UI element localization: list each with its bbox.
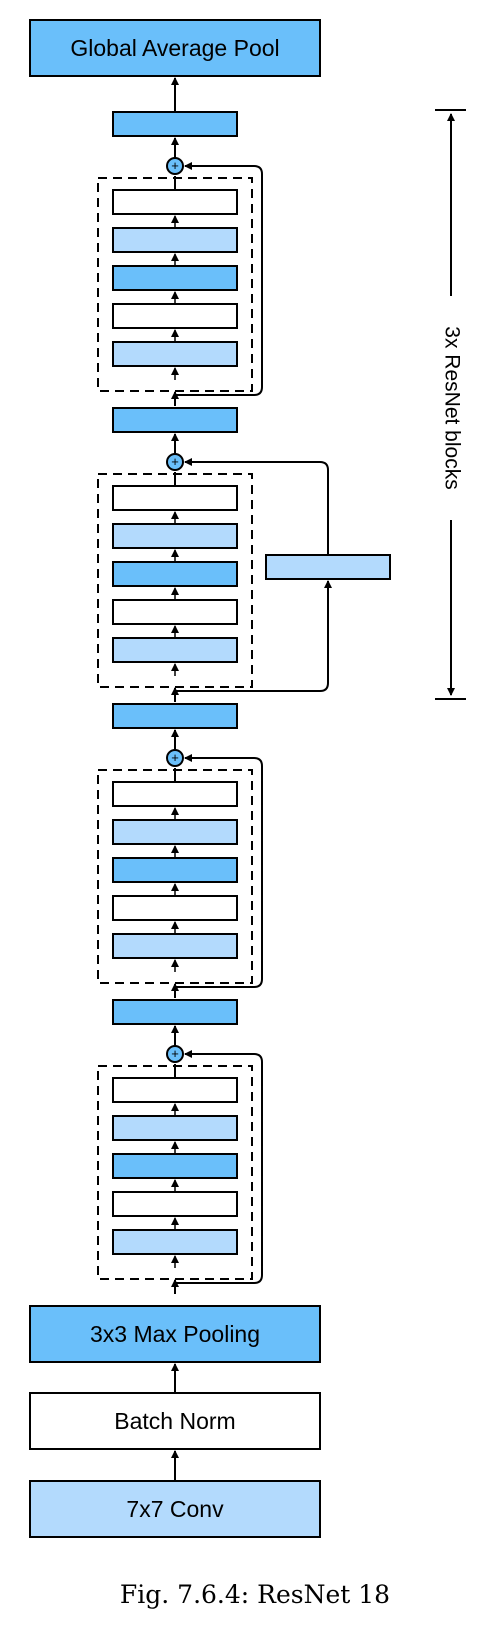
resnet-block-3-output-bar: [112, 407, 238, 433]
resnet-block-4-add-node: [166, 157, 184, 175]
resnet-block-1-layer-2: [112, 1115, 238, 1141]
batch-norm-box: [29, 1392, 321, 1450]
resnet-block-3-layer-4: [112, 599, 238, 625]
batch-norm-label: Batch Norm: [114, 1408, 235, 1434]
resnet-block-2-skip-connection: [175, 754, 263, 988]
conv-7x7-box: [29, 1480, 321, 1538]
resnet-block-4-skip-connection: [175, 162, 263, 396]
resnet-block-3-add-node: [166, 453, 184, 471]
max-pooling-box: [29, 1305, 321, 1363]
resnet-block-4-layer-1: [112, 189, 238, 215]
resnet-block-4-layer-2: [112, 227, 238, 253]
resnet-block-2-output-bar: [112, 703, 238, 729]
resnet-block-1-add-node: [166, 1045, 184, 1063]
resnet-block-2-layer-4: [112, 895, 238, 921]
global-average-pool-box: [29, 19, 321, 77]
resnet-block-3-layer-3: [112, 561, 238, 587]
resnet-block-3-skip-upper: [184, 458, 329, 555]
max-pooling-label: 3x3 Max Pooling: [90, 1321, 260, 1347]
resnet-block-3-projection-box: [265, 554, 391, 580]
resnet-block-4-add-symbol: +: [171, 158, 179, 173]
resnet-block-1-output-bar: [112, 999, 238, 1025]
resnet-block-4-output-bar: [112, 111, 238, 137]
global-average-pool-label: Global Average Pool: [70, 35, 279, 61]
resnet-block-3-skip-lower: [175, 580, 332, 692]
resnet-block-1-layer-1: [112, 1077, 238, 1103]
resnet-block-2-add-node: [166, 749, 184, 767]
resnet-block-2-layer-5: [112, 933, 238, 959]
resnet-block-1-skip-connection: [175, 1050, 263, 1284]
resnet-block-2-add-symbol: +: [171, 750, 179, 765]
resnet-blocks: + + + +: [97, 111, 391, 1294]
side-bracket-label: 3x ResNet blocks: [440, 326, 463, 489]
resnet-block-1-add-symbol: +: [171, 1046, 179, 1061]
resnet-block-4-layer-4: [112, 303, 238, 329]
resnet-block-1-layer-3: [112, 1153, 238, 1179]
resnet-block-1-layer-4: [112, 1191, 238, 1217]
resnet-block-2-layer-3: [112, 857, 238, 883]
resnet-block-3-add-symbol: +: [171, 454, 179, 469]
resnet-block-2-layer-2: [112, 819, 238, 845]
resnet-block-3-layer-2: [112, 523, 238, 549]
resnet-block-4-layer-5: [112, 341, 238, 367]
resnet-block-3-layer-1: [112, 485, 238, 511]
conv-7x7-label: 7x7 Conv: [126, 1496, 224, 1522]
resnet-block-3-layer-5: [112, 637, 238, 663]
resnet-block-2-layer-1: [112, 781, 238, 807]
resnet-block-4-layer-3: [112, 265, 238, 291]
resnet-block-1-layer-5: [112, 1229, 238, 1255]
figure-caption: Fig. 7.6.4: ResNet 18: [120, 1580, 390, 1609]
